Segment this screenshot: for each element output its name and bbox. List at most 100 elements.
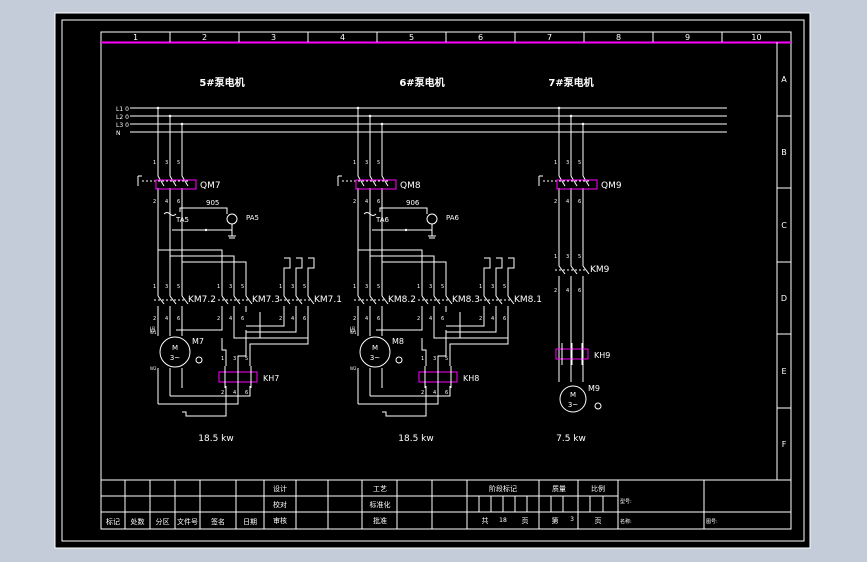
terminal-number: 3 bbox=[365, 284, 368, 290]
zone-row-label: E bbox=[781, 367, 786, 376]
zone-row-label: C bbox=[781, 221, 787, 230]
wire bbox=[357, 175, 365, 187]
wire bbox=[381, 295, 389, 305]
wire bbox=[483, 295, 491, 305]
wire bbox=[358, 249, 423, 290]
terminal-number: 3 bbox=[566, 254, 569, 260]
terminal-number: 6 bbox=[241, 316, 244, 322]
terminal-number: 6 bbox=[445, 390, 448, 396]
zone-column-label: 3 bbox=[271, 33, 276, 42]
wire bbox=[495, 257, 503, 290]
terminal-number: 1 bbox=[153, 160, 156, 166]
terminal-number: 3 bbox=[233, 356, 236, 362]
wire bbox=[421, 295, 429, 305]
name-label: 名称: bbox=[620, 518, 632, 525]
contactor-tag: KM7.1 bbox=[314, 295, 342, 305]
contactor-tag: KM8.2 bbox=[388, 295, 416, 305]
supply-bus: L1 0L2 0L3 0N bbox=[116, 106, 727, 137]
weight-label: 质量 bbox=[552, 484, 566, 493]
wire bbox=[246, 312, 297, 333]
terminal-number: 1 bbox=[279, 284, 282, 290]
terminal-number: 3 bbox=[165, 160, 168, 166]
terminal-number: 4 bbox=[233, 390, 236, 396]
approval-label: 批准 bbox=[373, 516, 387, 525]
wire bbox=[170, 255, 235, 290]
wire-number: 906 bbox=[406, 199, 420, 207]
breaker-operator bbox=[556, 179, 598, 190]
bus-tap bbox=[581, 122, 585, 126]
wire bbox=[181, 175, 189, 187]
ammeter-tag: PA6 bbox=[446, 214, 460, 222]
terminal-number: 2 bbox=[479, 316, 482, 322]
wire bbox=[382, 386, 427, 417]
wire bbox=[176, 312, 223, 331]
wire bbox=[157, 295, 165, 305]
power-rating: 18.5 kw bbox=[198, 434, 233, 444]
terminal-number: 4 bbox=[365, 316, 368, 322]
wire bbox=[446, 312, 497, 333]
terminal-number: 6 bbox=[177, 199, 180, 205]
terminal-number: 6 bbox=[303, 316, 306, 322]
wire bbox=[369, 175, 377, 187]
wire bbox=[179, 207, 228, 214]
bus-label: L1 0 bbox=[116, 106, 129, 113]
motor-terminal: U1 bbox=[350, 326, 356, 331]
wire-number: 905 bbox=[206, 199, 219, 207]
breaker-operator bbox=[355, 179, 397, 190]
zone-column-label: 5 bbox=[409, 33, 414, 42]
bus-tap bbox=[356, 106, 360, 110]
wire bbox=[369, 295, 377, 305]
wire bbox=[376, 312, 423, 331]
terminal-number: 2 bbox=[417, 316, 420, 322]
wire bbox=[170, 386, 251, 397]
drawing-number-label: 图号: bbox=[706, 519, 718, 525]
sheet-number-unit: 页 bbox=[595, 517, 602, 525]
contactor-tag: KM7.2 bbox=[188, 295, 216, 305]
approval-label: 标准化 bbox=[370, 500, 391, 509]
wire bbox=[446, 312, 485, 327]
wire bbox=[307, 257, 315, 290]
motor-circuit-6: 6#泵电机135QM8246TA6906PA6KM8.2KM8.3KM8.113… bbox=[337, 76, 542, 444]
wire bbox=[421, 338, 427, 366]
wire bbox=[483, 257, 491, 290]
terminal-number: 6 bbox=[441, 316, 444, 322]
outer-border bbox=[61, 19, 805, 542]
terminal-number: 4 bbox=[365, 199, 368, 205]
contactor-tag: KM7.3 bbox=[252, 295, 280, 305]
motor-symbol bbox=[559, 385, 587, 413]
wire bbox=[158, 386, 239, 405]
terminal-number: 1 bbox=[421, 356, 424, 362]
terminal-number: 6 bbox=[377, 316, 380, 322]
wire bbox=[507, 295, 515, 305]
terminal-number: 5 bbox=[241, 284, 244, 290]
bus-tap bbox=[180, 122, 184, 126]
terminal-number: 2 bbox=[554, 199, 557, 205]
wire bbox=[233, 295, 241, 305]
zone-column-label: 4 bbox=[340, 33, 345, 42]
terminal-number: 4 bbox=[566, 199, 569, 205]
wire bbox=[246, 312, 285, 327]
terminal-number: 5 bbox=[441, 284, 444, 290]
terminal-number: 3 bbox=[365, 160, 368, 166]
motor-terminal: V1 bbox=[150, 328, 156, 333]
motor-phase: 3~ bbox=[170, 354, 180, 362]
terminal-number: 1 bbox=[353, 284, 356, 290]
wire bbox=[382, 261, 447, 290]
motor-phase: 3~ bbox=[370, 354, 380, 362]
bus-tap bbox=[156, 106, 160, 110]
motor-symbol bbox=[359, 336, 391, 368]
breaker-tag: QM7 bbox=[200, 181, 221, 191]
wire bbox=[245, 295, 253, 305]
zone-column-label: 10 bbox=[751, 33, 761, 42]
zone-column-label: 7 bbox=[547, 33, 552, 42]
motor-tag: M8 bbox=[392, 337, 404, 346]
bus-tap bbox=[569, 114, 573, 118]
role-label: 设计 bbox=[273, 484, 287, 493]
terminal-number: 2 bbox=[353, 199, 356, 205]
role-label: 校对 bbox=[273, 500, 287, 509]
role-label: 审核 bbox=[273, 516, 287, 525]
terminal-number: 5 bbox=[377, 160, 380, 166]
terminal-number: 2 bbox=[421, 390, 424, 396]
